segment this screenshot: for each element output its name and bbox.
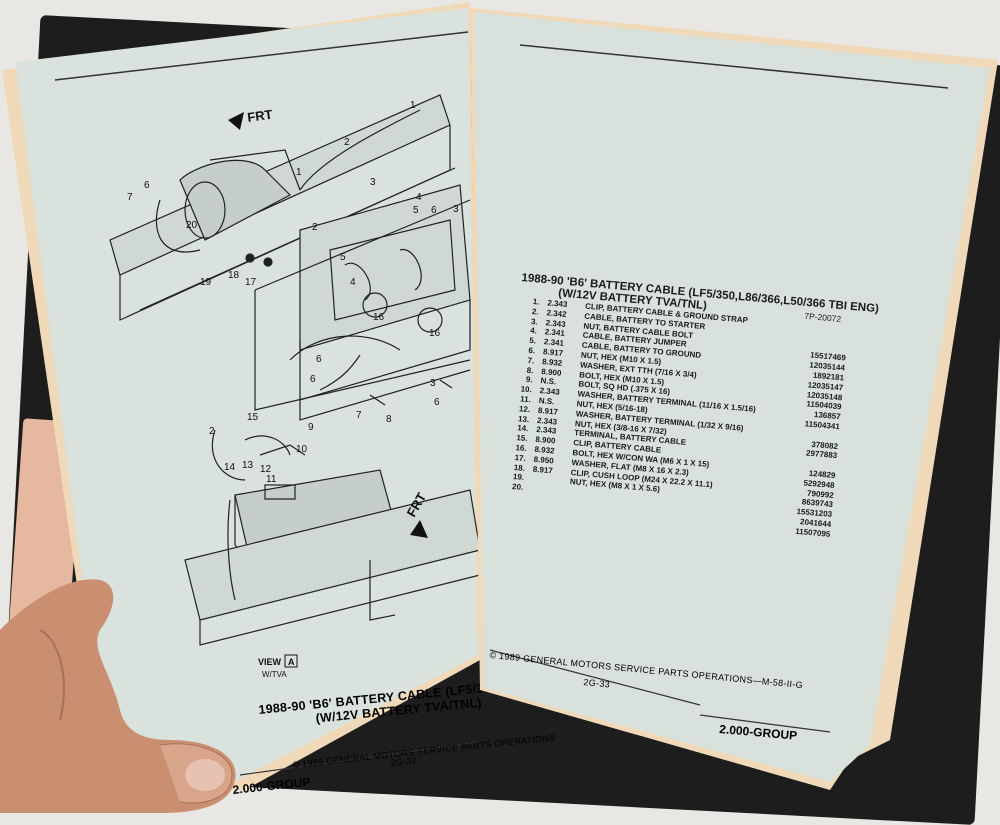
thumbnail (185, 759, 225, 791)
hand-holding-book (0, 579, 236, 813)
callout: 3 (430, 378, 436, 389)
parts-list: 1988-90 'B6' BATTERY CABLE (LF5/350,L86/… (501, 272, 880, 539)
callout: 1 (410, 100, 416, 111)
callout: 4 (350, 277, 356, 288)
callout: 6 (316, 354, 322, 365)
callout: 15 (247, 412, 259, 423)
right-footer-rule (489, 649, 701, 706)
battery-cable-diagram-bottom (184, 429, 481, 646)
callout: 12 (260, 464, 272, 475)
callout: 2 (344, 137, 350, 148)
callout: 6 (144, 180, 150, 191)
right-page-paper (474, 12, 990, 782)
callout: 8 (386, 414, 392, 425)
battery-cable-diagram-top (109, 94, 471, 421)
callout: 4 (416, 192, 422, 203)
callout: 5 (340, 252, 346, 263)
callout: 6 (434, 397, 440, 408)
right-footer-rule-2 (699, 714, 831, 733)
callout: 20 (186, 220, 198, 231)
callout: 3 (370, 177, 376, 188)
callout: 10 (296, 444, 308, 455)
callout: 7 (127, 192, 133, 203)
callout: 9 (308, 422, 314, 433)
front-arrow-top-icon (228, 112, 244, 130)
left-footer-rule (239, 741, 479, 776)
view-sub-label: W/TVA (262, 670, 287, 679)
right-header-rule (519, 44, 949, 89)
view-letter: A (288, 657, 295, 667)
callout: 14 (224, 462, 236, 473)
view-label: VIEW (258, 657, 282, 667)
diagram-callouts-bottom: 15 2 9 14 13 12 10 11 (209, 412, 314, 485)
front-arrow-mid-icon (410, 520, 428, 538)
left-page-paper (15, 8, 478, 783)
callout: 16 (373, 312, 385, 323)
callout: 1 (296, 167, 302, 178)
callout: 2 (209, 426, 215, 437)
callout: 6 (431, 205, 437, 216)
callout: 11 (266, 474, 277, 485)
callout: 7 (356, 410, 362, 421)
left-header-rule (54, 31, 469, 81)
front-label-top: FRT (246, 107, 273, 125)
callout: 3 (453, 204, 459, 215)
view-letter-box (284, 654, 298, 668)
callout: 2 (312, 222, 318, 233)
diagram-callouts-top: 1 2 1 3 4 5 6 7 6 20 19 18 17 3 2 5 4 16… (127, 100, 459, 425)
callout: 13 (242, 460, 254, 471)
callout: 17 (245, 277, 257, 288)
callout: 19 (200, 277, 212, 288)
callout: 5 (413, 205, 419, 216)
callout: 6 (310, 374, 316, 385)
callout: 18 (228, 270, 240, 281)
callout: 16 (429, 328, 441, 339)
